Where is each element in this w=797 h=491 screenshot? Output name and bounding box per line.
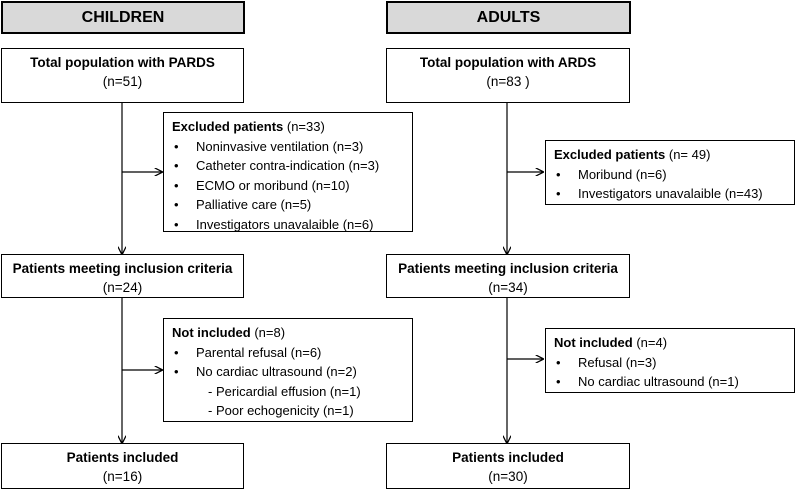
adults-not-included-list: Refusal (n=3) No cardiac ultrasound (n=1…	[554, 353, 786, 392]
children-not-included-count: (n=8)	[250, 325, 286, 340]
adults-excluded-list: Moribund (n=6) Investigators unavalaible…	[554, 165, 786, 204]
list-sub-item: Pericardial effusion (n=1)	[172, 382, 404, 402]
children-included-box: Patients included (n=16)	[1, 443, 244, 489]
children-excluded-list: Noninvasive ventilation (n=3) Catheter c…	[172, 137, 404, 235]
adults-included-count: (n=30)	[488, 469, 528, 484]
adults-total-box: Total population with ARDS (n=83 )	[386, 48, 630, 103]
adults-header: ADULTS	[386, 1, 631, 34]
children-not-included-list: Parental refusal (n=6) No cardiac ultras…	[172, 343, 404, 421]
list-item: ECMO or moribund (n=10)	[172, 176, 404, 196]
children-not-included-title: Not included	[172, 325, 251, 340]
list-item: Catheter contra-indication (n=3)	[172, 156, 404, 176]
children-excluded-count: (n=33)	[283, 119, 325, 134]
children-included-count: (n=16)	[102, 469, 143, 484]
children-included-title: Patients included	[66, 450, 179, 465]
adults-total-count: (n=83 )	[486, 74, 530, 89]
adults-meeting-title: Patients meeting inclusion criteria	[398, 261, 618, 276]
list-item: No cardiac ultrasound (n=2)	[172, 362, 404, 382]
children-meeting-title: Patients meeting inclusion criteria	[12, 261, 233, 276]
adults-header-label: ADULTS	[476, 8, 541, 26]
children-not-included-box: Not included (n=8) Parental refusal (n=6…	[163, 318, 413, 422]
adults-included-box: Patients included (n=30)	[386, 443, 630, 489]
adults-excluded-box: Excluded patients (n= 49) Moribund (n=6)…	[545, 140, 795, 205]
adults-total-title: Total population with ARDS	[419, 55, 597, 70]
adults-included-title: Patients included	[452, 450, 564, 465]
children-meeting-count: (n=24)	[102, 280, 143, 295]
list-item: Refusal (n=3)	[554, 353, 786, 373]
children-total-title: Total population with PARDS	[30, 55, 215, 70]
list-sub-item: Poor echogenicity (n=1)	[172, 401, 404, 421]
adults-not-included-title: Not included	[554, 335, 633, 350]
list-item: Palliative care (n=5)	[172, 195, 404, 215]
children-total-box: Total population with PARDS (n=51)	[1, 48, 244, 103]
adults-meeting-box: Patients meeting inclusion criteria (n=3…	[386, 254, 630, 298]
adults-excluded-title: Excluded patients	[554, 147, 666, 162]
children-total-count: (n=51)	[102, 74, 143, 89]
children-header: CHILDREN	[1, 1, 245, 34]
list-item: Investigators unavalaible (n=43)	[554, 184, 786, 204]
adults-excluded-count: (n= 49)	[665, 147, 711, 162]
list-item: Moribund (n=6)	[554, 165, 786, 185]
list-item: No cardiac ultrasound (n=1)	[554, 372, 786, 392]
children-excluded-box: Excluded patients (n=33) Noninvasive ven…	[163, 112, 413, 235]
list-item: Noninvasive ventilation (n=3)	[172, 137, 404, 157]
adults-not-included-count: (n=4)	[632, 335, 668, 350]
children-header-label: CHILDREN	[81, 8, 165, 26]
children-excluded-title: Excluded patients	[172, 119, 284, 134]
adults-not-included-box: Not included (n=4) Refusal (n=3) No card…	[545, 328, 795, 393]
adults-meeting-count: (n=34)	[488, 280, 528, 295]
list-item: Investigators unavalaible (n=6)	[172, 215, 404, 235]
list-item: Parental refusal (n=6)	[172, 343, 404, 363]
children-meeting-box: Patients meeting inclusion criteria (n=2…	[1, 254, 244, 298]
